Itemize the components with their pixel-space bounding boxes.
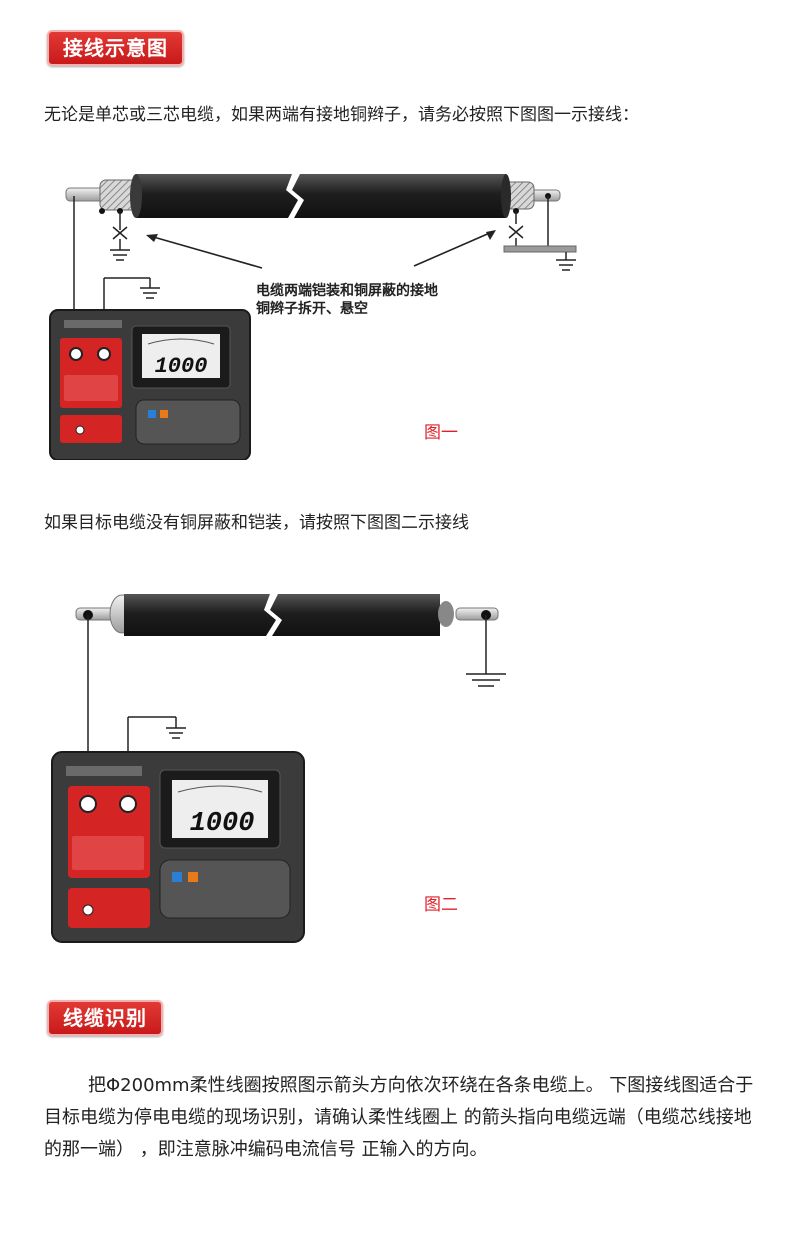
intro-paragraph: 无论是单芯或三芯电缆，如果两端有接地铜辫子，请务必按照下图图一示接线： <box>44 105 639 125</box>
section-title-identify: 线缆识别 <box>47 1000 163 1036</box>
annotation-line-1: 电缆两端铠装和铜屏蔽的接地 <box>256 282 438 299</box>
meter-reading-1: 1000 <box>155 354 208 379</box>
section-title-wiring: 接线示意图 <box>47 30 184 66</box>
section-title-text: 接线示意图 <box>63 36 168 60</box>
cable2-body-left <box>124 594 276 636</box>
insulation-meter-1: 1000 <box>49 309 251 460</box>
figure-one-caption: 图一 <box>424 423 458 443</box>
conductor-right-2 <box>455 607 499 621</box>
figure-two-diagram: 1000 <box>51 594 506 943</box>
meter-reading-2: 1000 <box>190 809 255 839</box>
cable-body-left <box>136 174 298 218</box>
cable2-body-right <box>270 594 440 636</box>
insulation-meter-2: 1000 <box>51 751 305 943</box>
figure-one-diagram: 1000 电缆两端铠装和铜屏蔽的接地 铜辫子拆开、悬空 <box>49 174 577 460</box>
cable-body-right <box>292 174 506 218</box>
identification-paragraph: 把Φ200mm柔性线圈按照图示箭头方向依次环绕在各条电缆上。 下图接线图适合于目… <box>44 1075 754 1160</box>
figure-two-caption: 图二 <box>424 895 458 915</box>
annotation-line-2: 铜辫子拆开、悬空 <box>256 300 368 317</box>
second-paragraph: 如果目标电缆没有铜屏蔽和铠装，请按照下图图二示接线 <box>44 513 469 533</box>
section-title-text-2: 线缆识别 <box>63 1006 147 1030</box>
